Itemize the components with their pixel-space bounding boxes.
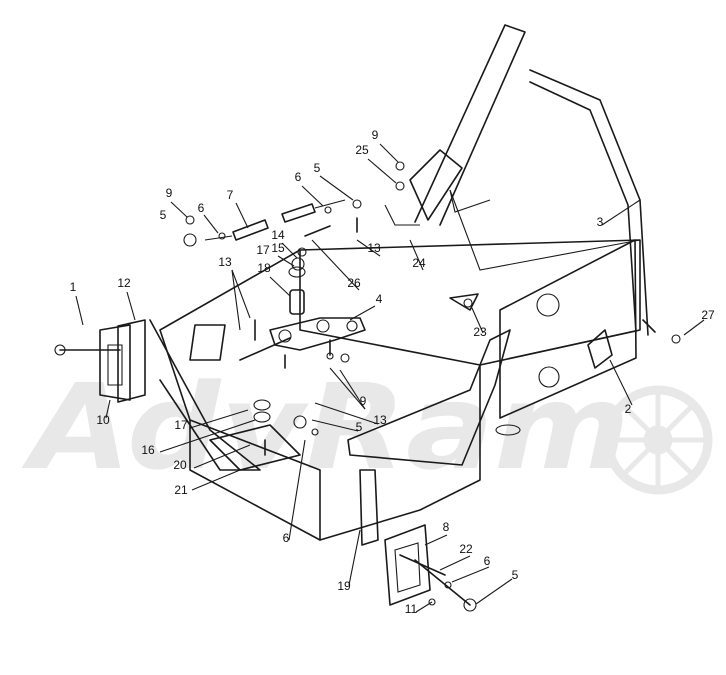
callout-label-c16: 16: [141, 443, 155, 457]
callout-label-c6a: 6: [198, 201, 205, 215]
skid-rail: [347, 329, 511, 466]
callout-label-c8: 8: [443, 520, 450, 534]
callout-label-c10: 10: [96, 413, 110, 427]
callout-label-c13c: 13: [373, 413, 387, 427]
callout-label-c21: 21: [174, 483, 188, 497]
foot-plate: [209, 424, 301, 471]
callout-label-c19: 19: [337, 579, 351, 593]
callout-label-c22: 22: [459, 542, 473, 556]
callout-labels: 1234555566667899910111213131314151617171…: [70, 128, 715, 616]
spindle-sleeve: [253, 266, 306, 423]
leader-lines: [75, 143, 705, 613]
watermark-text: AdvRam: [21, 358, 630, 496]
callout-label-c12: 12: [117, 276, 131, 290]
callout-label-c9a: 9: [166, 186, 173, 200]
callout-label-c3: 3: [597, 215, 604, 229]
callout-label-c6c: 6: [283, 531, 290, 545]
roll-bar: [529, 69, 656, 336]
callout-label-c9c: 9: [360, 394, 367, 408]
callout-label-c6d: 6: [484, 554, 491, 568]
callout-label-c17b: 17: [174, 418, 188, 432]
callout-label-c5c: 5: [356, 420, 363, 434]
callout-label-c23: 23: [473, 325, 487, 339]
callout-label-c1: 1: [70, 280, 77, 294]
callout-label-c11: 11: [405, 602, 418, 616]
callout-label-c13a: 13: [218, 255, 232, 269]
callout-label-c15: 15: [271, 241, 285, 255]
callout-label-c25: 25: [355, 143, 369, 157]
steering-post: [384, 24, 526, 226]
frame-body: [159, 189, 641, 541]
callout-label-c17a: 17: [256, 243, 270, 257]
callout-label-c26: 26: [347, 276, 361, 290]
callout-label-c18: 18: [257, 261, 271, 275]
tie-rod: [204, 199, 346, 241]
callout-label-c24: 24: [412, 256, 426, 270]
callout-label-c20: 20: [173, 458, 187, 472]
callout-label-c5b: 5: [314, 161, 321, 175]
callout-label-c2: 2: [625, 402, 632, 416]
right-bracket-assembly: [359, 469, 471, 606]
side-plate: [495, 239, 637, 436]
callout-label-c5d: 5: [512, 568, 519, 582]
fasteners: [183, 161, 681, 612]
callout-label-c5a: 5: [160, 208, 167, 222]
callout-label-c6b: 6: [295, 170, 302, 184]
callout-label-c14: 14: [271, 228, 285, 242]
callout-label-c7: 7: [227, 188, 234, 202]
callout-label-c4: 4: [376, 292, 383, 306]
watermark-wheel-icon: [603, 385, 713, 495]
callout-label-c13b: 13: [367, 241, 381, 255]
callout-label-c27: 27: [701, 308, 715, 322]
callout-label-c9b: 9: [372, 128, 379, 142]
